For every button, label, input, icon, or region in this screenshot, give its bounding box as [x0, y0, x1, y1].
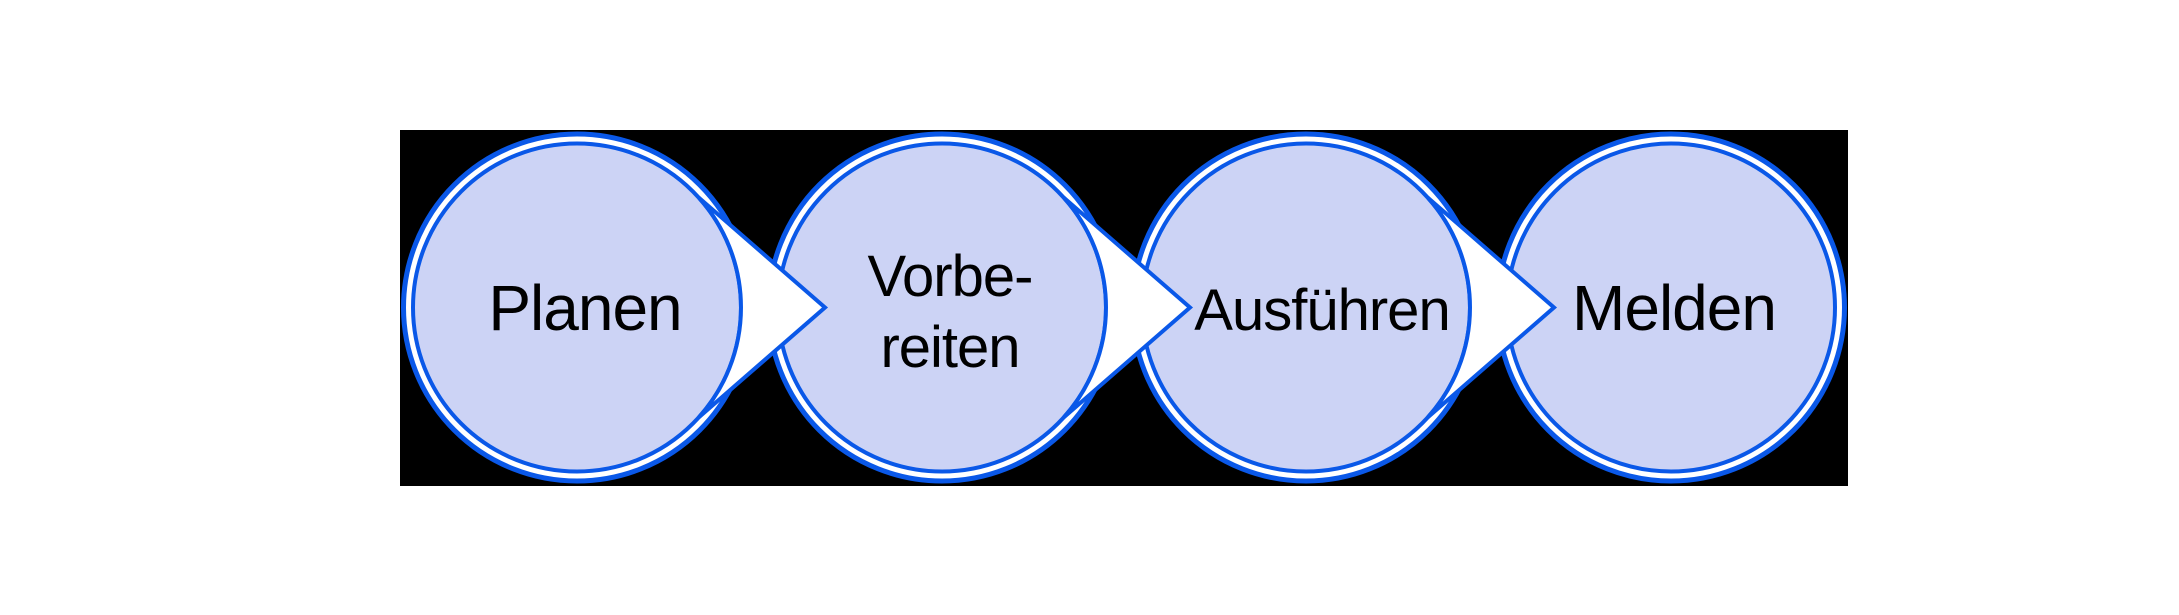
step-4-label: Melden [1572, 272, 1776, 344]
step-3-label: Ausführen [1194, 278, 1449, 343]
step-3-circle-ausfuehren [1130, 131, 1482, 484]
step-1-label: Planen [488, 272, 681, 344]
step-2-label-line-1: Vorbe- [868, 244, 1033, 309]
step-2-label-line-2: reiten [880, 315, 1019, 380]
arrow-3-ausfuehren-to-melden [1426, 196, 1558, 419]
arrow-1-planen-to-vorbereiten [697, 196, 829, 419]
arrow-2-vorbereiten-to-ausfuehren [1062, 196, 1194, 419]
